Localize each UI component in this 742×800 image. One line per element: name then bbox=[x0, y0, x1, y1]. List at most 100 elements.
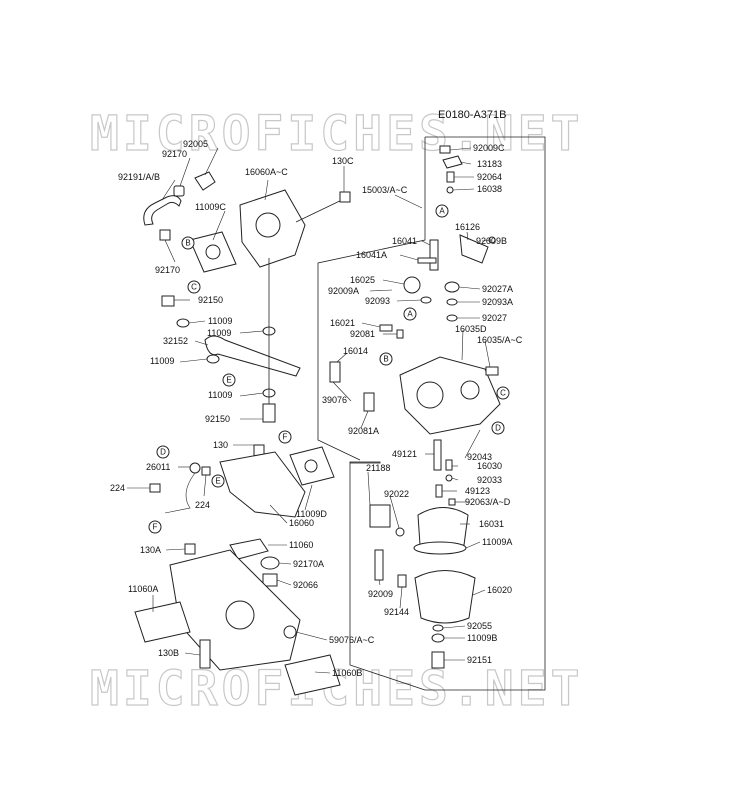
label-92144: 92144 bbox=[384, 607, 409, 617]
leader-lines bbox=[127, 147, 491, 674]
label-92009: 92009 bbox=[368, 589, 393, 599]
ring-92055 bbox=[432, 624, 444, 632]
label-92009c: 92009C bbox=[473, 143, 505, 153]
label-49121: 49121 bbox=[392, 449, 417, 459]
insulator-bore bbox=[255, 212, 281, 238]
label-11060: 11060 bbox=[289, 540, 313, 550]
washer-11009-c bbox=[206, 354, 220, 364]
screw-92009 bbox=[374, 549, 384, 581]
label-92191: 92191/A/B bbox=[118, 172, 160, 182]
washer-11009b bbox=[431, 633, 445, 643]
label-92064: 92064 bbox=[477, 172, 502, 182]
spring-92144 bbox=[397, 574, 407, 588]
ref-a-top bbox=[435, 204, 449, 218]
bowl-frame bbox=[349, 462, 426, 691]
solenoid-21188 bbox=[369, 504, 391, 528]
pipe-32152 bbox=[204, 335, 301, 377]
label-59076: 59076/A~C bbox=[329, 635, 375, 645]
valve-16025 bbox=[403, 276, 421, 294]
label-92005: 92005 bbox=[183, 139, 208, 149]
ref-a-top-label: A bbox=[439, 207, 445, 216]
stay-26011 bbox=[164, 472, 196, 514]
screw-92081a bbox=[363, 392, 375, 412]
seal-92093 bbox=[420, 296, 432, 304]
label-130b: 130B bbox=[158, 648, 179, 658]
seal-16038 bbox=[446, 186, 454, 194]
label-11009b: 11009B bbox=[467, 633, 497, 643]
ref-b-left bbox=[181, 236, 195, 250]
label-16030: 16030 bbox=[477, 461, 502, 471]
label-16041a: 16041A bbox=[356, 250, 387, 260]
bolt-224-b bbox=[149, 483, 161, 493]
label-92009b: 92009B bbox=[476, 236, 507, 246]
plate-13183 bbox=[442, 155, 463, 169]
label-92081: 92081 bbox=[350, 329, 375, 339]
bolt-130b bbox=[199, 639, 211, 669]
collar-92066 bbox=[262, 573, 278, 587]
label-16041: 16041 bbox=[392, 236, 417, 246]
stud-130c bbox=[295, 196, 349, 223]
elbow-fitting bbox=[194, 171, 216, 191]
ref-b-right bbox=[379, 352, 393, 366]
label-130a: 130A bbox=[140, 545, 161, 555]
label-13183: 13183 bbox=[477, 159, 502, 169]
stay-26011-clip bbox=[189, 462, 201, 474]
label-92033: 92033 bbox=[477, 475, 502, 485]
label-11009-a: 11009 bbox=[208, 316, 232, 326]
label-26011: 26011 bbox=[146, 462, 170, 472]
label-92150-b: 92150 bbox=[205, 414, 230, 424]
label-92066: 92066 bbox=[293, 580, 318, 590]
ref-a-right bbox=[403, 307, 417, 321]
ref-c-right-label: C bbox=[500, 389, 506, 398]
holder-92170a bbox=[260, 556, 280, 570]
shaft-16041 bbox=[429, 239, 439, 271]
label-16021: 16021 bbox=[330, 318, 355, 328]
label-92022: 92022 bbox=[384, 489, 409, 499]
lever-16041a bbox=[417, 257, 437, 264]
label-49123: 49123 bbox=[465, 486, 490, 496]
gasket-11009a bbox=[413, 541, 467, 555]
label-11060a: 11060A bbox=[128, 584, 158, 594]
label-11009-b: 11009 bbox=[207, 328, 231, 338]
label-92093: 92093 bbox=[365, 296, 390, 306]
bolt-92150-bottom bbox=[262, 403, 276, 423]
label-16035: 16035/A~C bbox=[477, 335, 523, 345]
label-92027: 92027 bbox=[482, 313, 507, 323]
ref-circles: A B C A B C D E D F E F bbox=[148, 204, 510, 534]
label-16014: 16014 bbox=[343, 346, 368, 356]
hose bbox=[143, 195, 182, 226]
hose-clamp bbox=[159, 229, 171, 241]
seal-92027 bbox=[446, 314, 458, 322]
label-92027a: 92027A bbox=[482, 284, 513, 294]
ref-f-top bbox=[278, 430, 292, 444]
label-224-b: 224 bbox=[195, 500, 210, 510]
label-16020: 16020 bbox=[487, 585, 512, 595]
label-92081a: 92081A bbox=[348, 426, 379, 436]
ref-d-left bbox=[156, 445, 170, 459]
label-16060: 16060 bbox=[289, 518, 314, 528]
label-92170-b: 92170 bbox=[155, 265, 180, 275]
label-92170a: 92170A bbox=[293, 559, 324, 569]
label-15003: 15003/A~C bbox=[362, 185, 408, 195]
label-16126: 16126 bbox=[455, 222, 480, 232]
ref-c-left-label: C bbox=[191, 283, 197, 292]
bolt-92151 bbox=[431, 651, 445, 669]
washer-92022 bbox=[395, 527, 405, 537]
label-39076: 39076 bbox=[322, 395, 347, 405]
label-11009c: 11009C bbox=[195, 202, 226, 212]
ref-a-right-label: A bbox=[407, 310, 413, 319]
carburetor-port bbox=[460, 380, 480, 400]
label-92009a: 92009A bbox=[328, 286, 359, 296]
carburetor-frame-left bbox=[317, 137, 426, 461]
label-130c: 130C bbox=[332, 156, 354, 166]
label-130: 130 bbox=[213, 440, 228, 450]
jet-16014 bbox=[329, 361, 341, 383]
carburetor-body-16035d bbox=[399, 356, 501, 435]
bowl-16020 bbox=[414, 570, 476, 624]
ref-c-right bbox=[496, 386, 510, 400]
gasket-11060 bbox=[229, 538, 269, 560]
label-92043: 92043 bbox=[467, 452, 492, 462]
watermark-top: MICROFICHES.NET bbox=[90, 106, 583, 162]
label-11060b: 11060B bbox=[332, 668, 362, 678]
